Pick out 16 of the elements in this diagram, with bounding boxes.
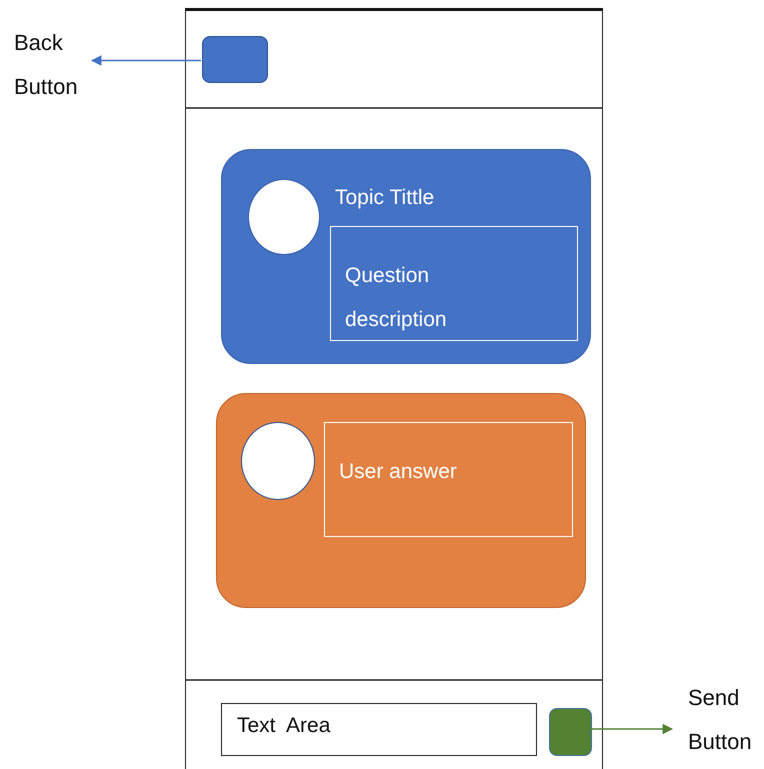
annotation-label: Send Button [688, 684, 753, 756]
label-text: User answer [339, 459, 458, 485]
text-panel [324, 422, 573, 537]
card-title: Topic Tittle [335, 185, 434, 211]
button-square [202, 36, 268, 83]
button-square [549, 708, 592, 756]
phone-frame [185, 8, 603, 769]
message-card [221, 149, 591, 364]
annotation-label: Back Button [14, 29, 79, 101]
arrow [591, 724, 674, 734]
text-panel [330, 226, 578, 341]
message-card [216, 393, 586, 608]
text-input-field [221, 703, 537, 756]
label-text: Text Area [237, 713, 330, 739]
arrow [90, 55, 201, 66]
label-text: Question description [345, 263, 448, 333]
